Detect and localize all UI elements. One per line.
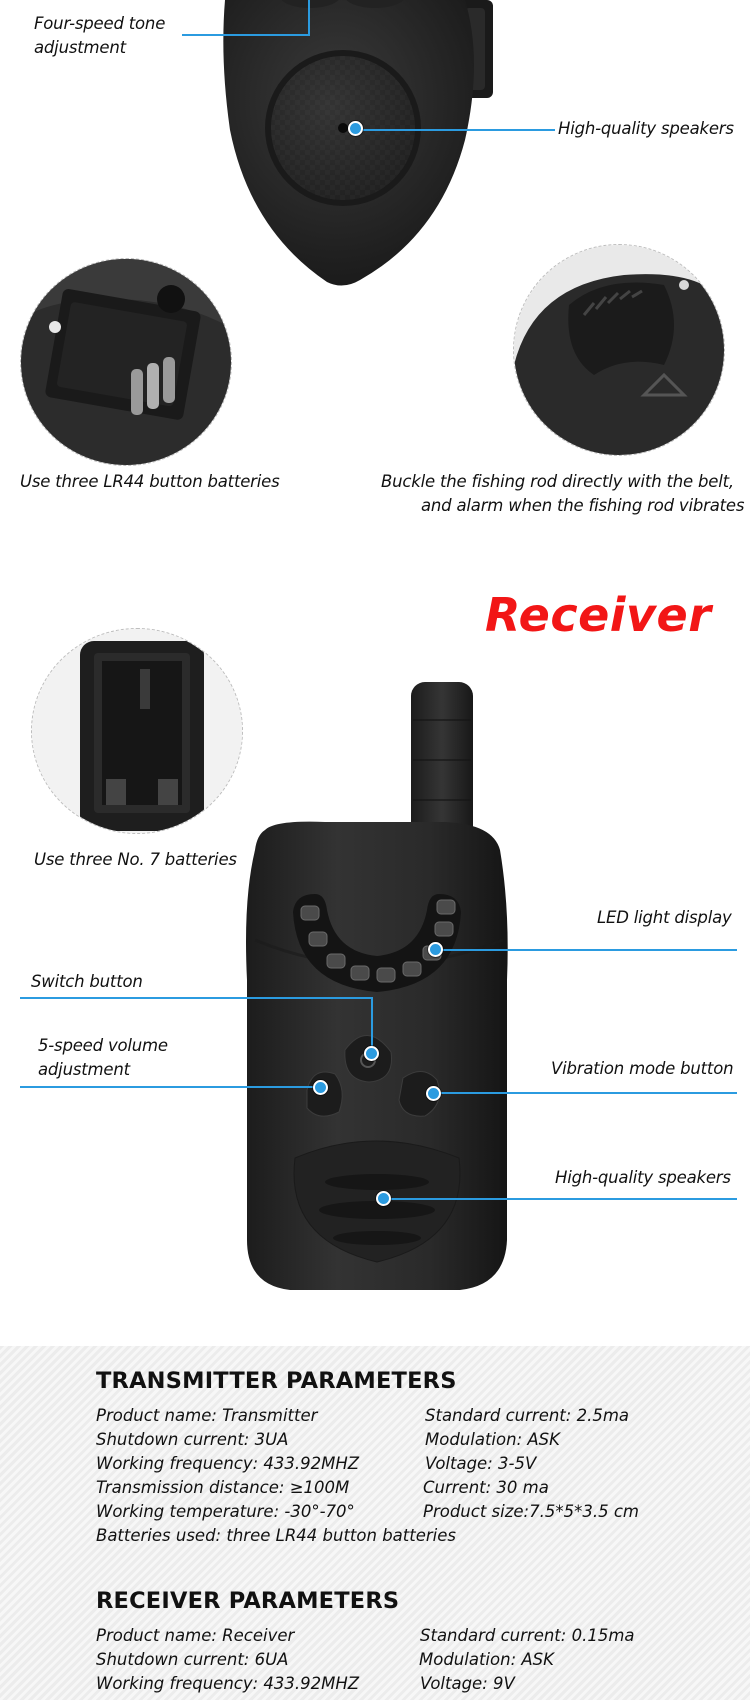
led-dot [428,942,443,957]
tone-label-line1: Four-speed tone [34,14,166,33]
vibration-dot [426,1086,441,1101]
receiver-title: Receiver [485,588,712,642]
tx-param-right-3: Voltage: 3-5V [425,1454,537,1473]
parameters-panel: TRANSMITTER PARAMETERS Product name: Tra… [0,1346,750,1700]
no7-battery-label: Use three No. 7 batteries [34,850,237,869]
receiver-device-image [246,682,508,1290]
tx-param-left-4: Transmission distance: ≥100M [96,1478,350,1497]
receiver-speaker-label: High-quality speakers [555,1168,731,1187]
switch-label: Switch button [31,972,143,991]
lr44-battery-label: Use three LR44 button batteries [20,472,280,491]
volume-label-line1: 5-speed volume [38,1036,168,1055]
lr44-battery-closeup [20,258,232,466]
rx-param-right-3: Voltage: 9V [420,1674,515,1693]
tx-param-left-2: Shutdown current: 3UA [96,1430,289,1449]
volume-label-line2: adjustment [38,1060,130,1079]
transmitter-speaker-label: High-quality speakers [558,119,734,138]
belt-label-line1: Buckle the fishing rod directly with the… [381,472,734,491]
transmitter-speaker-dot [348,121,363,136]
belt-label-line2: and alarm when the fishing rod vibrates [421,496,745,515]
tx-param-right-1: Standard current: 2.5ma [425,1406,630,1425]
tx-param-left-1: Product name: Transmitter [96,1406,318,1425]
led-label: LED light display [597,908,732,927]
tx-param-right-2: Modulation: ASK [425,1430,560,1449]
rx-param-right-1: Standard current: 0.15ma [420,1626,635,1645]
tx-param-left-5: Working temperature: -30°-70° [96,1502,355,1521]
no7-battery-closeup [31,628,243,834]
tx-param-left-6: Batteries used: three LR44 button batter… [96,1526,456,1545]
tone-callout-vertical [308,0,310,35]
rx-param-left-2: Shutdown current: 6UA [96,1650,289,1669]
rx-param-left-3: Working frequency: 433.92MHZ [96,1674,360,1693]
volume-dot [313,1080,328,1095]
switch-callout-vertical [371,997,373,1053]
tx-param-left-3: Working frequency: 433.92MHZ [96,1454,360,1473]
rod-clip-closeup [513,244,725,456]
tone-callout-line [182,34,310,36]
rx-param-right-2: Modulation: ASK [419,1650,554,1669]
vibration-label: Vibration mode button [551,1059,734,1078]
tx-param-right-4: Current: 30 ma [423,1478,549,1497]
rx-param-left-1: Product name: Receiver [96,1626,295,1645]
switch-callout-line [20,997,373,999]
transmitter-params-heading: TRANSMITTER PARAMETERS [96,1368,457,1394]
tone-label-line2: adjustment [34,38,126,57]
tx-param-right-5: Product size:7.5*5*3.5 cm [423,1502,639,1521]
vibration-callout-line [435,1092,737,1094]
receiver-speaker-dot [376,1191,391,1206]
volume-callout-line [20,1086,320,1088]
switch-dot [364,1046,379,1061]
transmitter-speaker-callout-line [363,129,555,131]
receiver-speaker-callout-line [387,1198,737,1200]
transmitter-device-image [223,0,493,286]
receiver-params-heading: RECEIVER PARAMETERS [96,1588,400,1614]
led-callout-line [437,949,737,951]
